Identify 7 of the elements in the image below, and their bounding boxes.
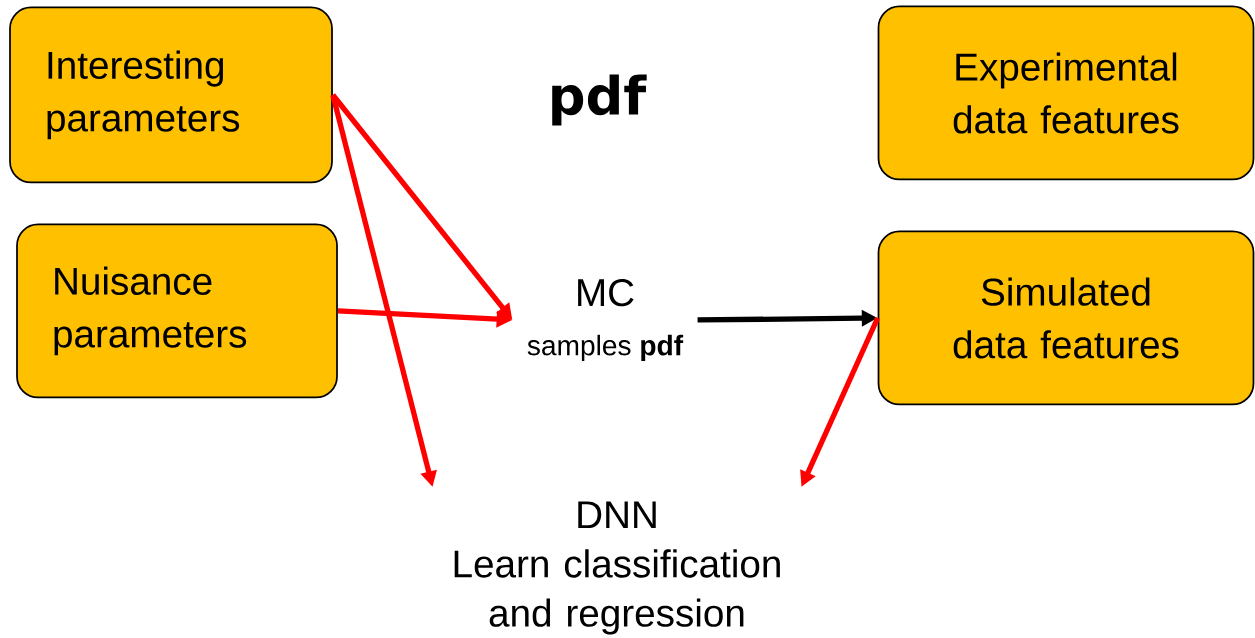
process-box: Nuisance parameters	[16, 223, 338, 399]
heading: pdf	[552, 74, 647, 126]
process-label: MC samples pdf	[527, 278, 684, 361]
process-box: Simulated data features	[877, 230, 1255, 406]
process-box: Interesting parameters	[9, 6, 333, 184]
process-label: DNN Learn classification and regression	[454, 501, 780, 635]
process-box: Experimental data features	[877, 5, 1255, 181]
